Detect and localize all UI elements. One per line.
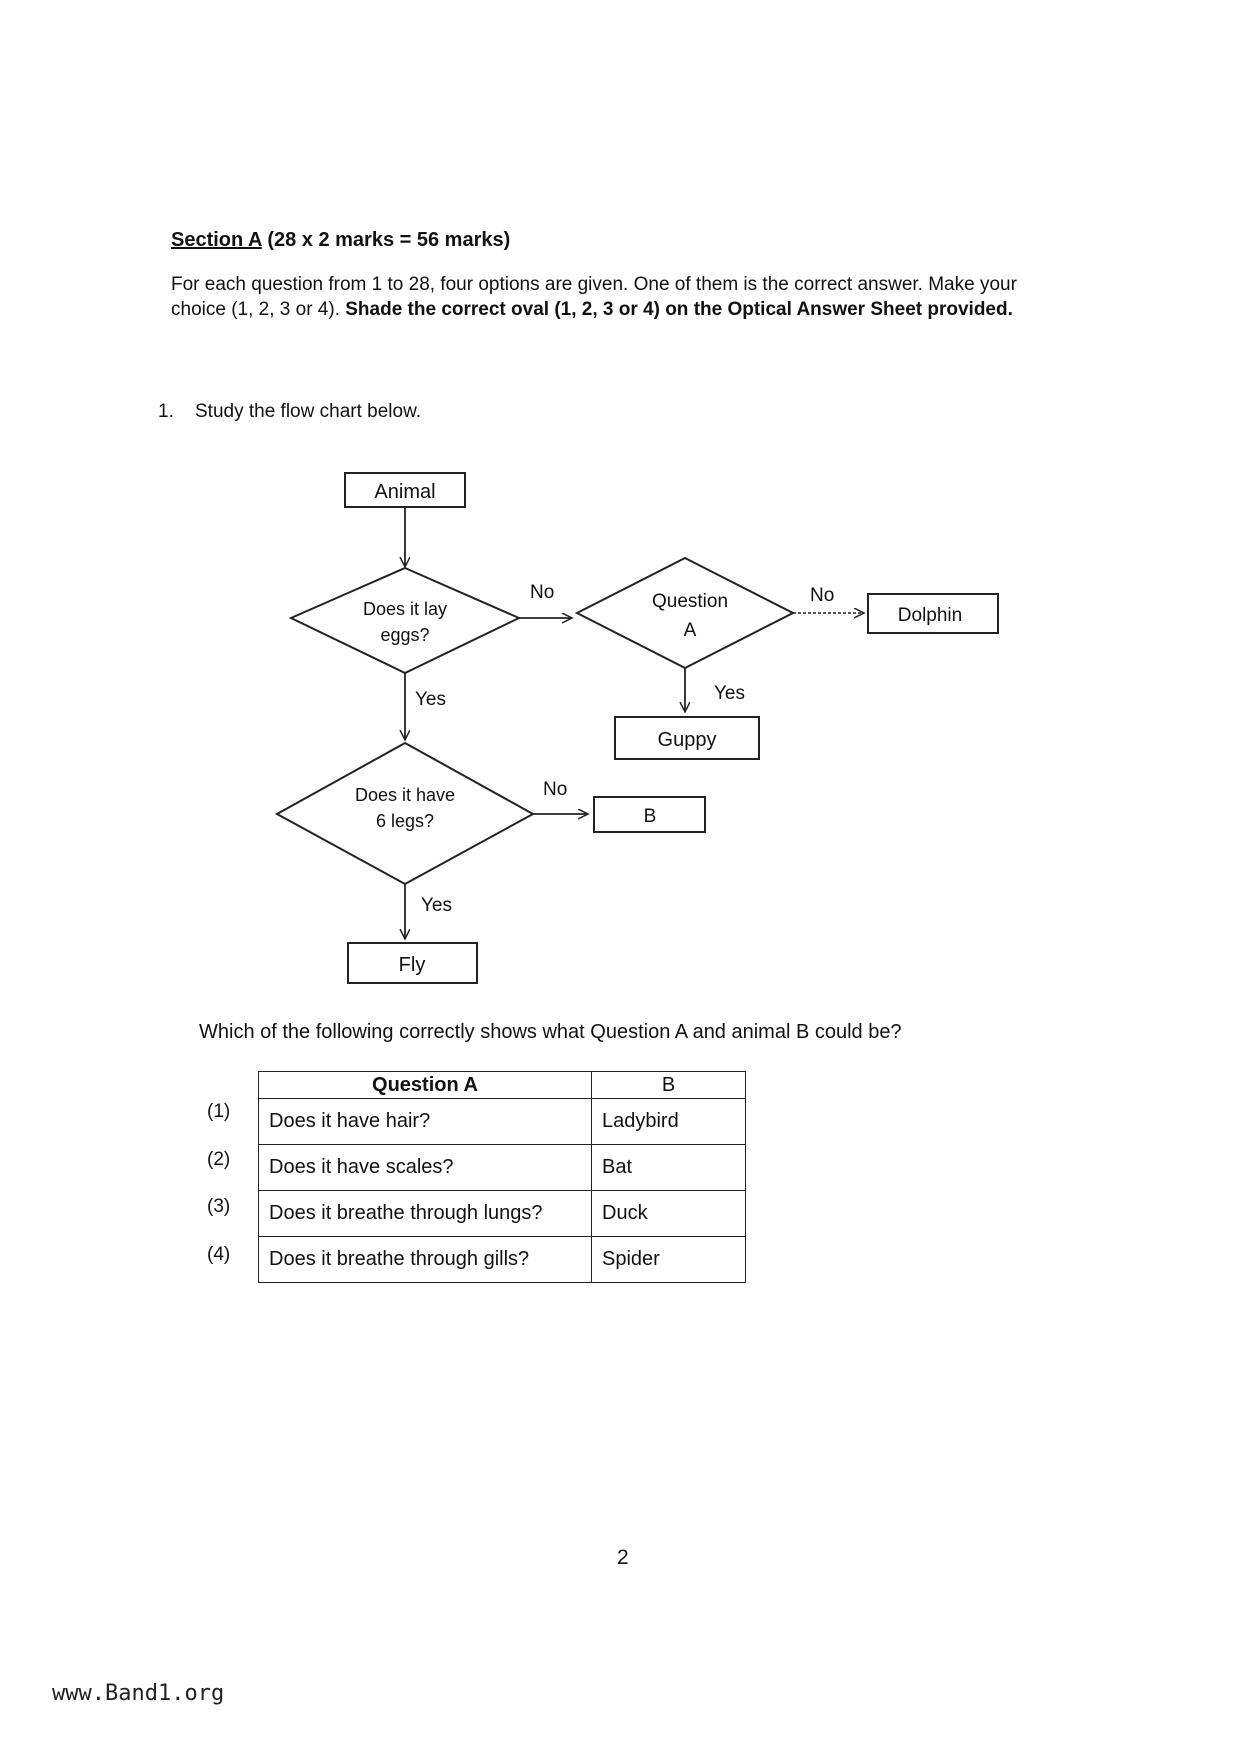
decision-six-legs-line2: 6 legs?: [376, 811, 434, 831]
label-yes-1: Yes: [714, 683, 745, 704]
table-row: Does it have scales? Bat: [258, 1144, 746, 1191]
header-b: B: [591, 1071, 746, 1099]
option-label: (2): [207, 1148, 231, 1170]
fly-box: [347, 942, 478, 984]
decision-lay-eggs-line1: Does it lay: [363, 599, 447, 619]
animal-box-label: Animal: [374, 481, 435, 503]
label-yes-2: Yes: [415, 689, 446, 710]
question-text: Which of the following correctly shows w…: [199, 1021, 902, 1043]
dolphin-box: [867, 593, 999, 634]
header-question-a: Question A: [258, 1071, 592, 1099]
cell-question-a: Does it breathe through gills?: [258, 1236, 592, 1283]
table-row: Does it breathe through lungs? Duck: [258, 1190, 746, 1237]
decision-question-a-line1: Question: [652, 591, 728, 612]
cell-b: Bat: [591, 1144, 746, 1191]
label-no-1: No: [530, 582, 554, 603]
label-no-3: No: [543, 779, 567, 800]
cell-b: Ladybird: [591, 1098, 746, 1145]
dolphin-box-label: Dolphin: [898, 605, 962, 626]
option-label: (1): [207, 1101, 231, 1122]
guppy-box-label: Guppy: [658, 729, 717, 751]
cell-question-a: Does it have hair?: [258, 1098, 592, 1145]
question-prompt: Study the flow chart below.: [195, 401, 422, 422]
cell-question-a: Does it breathe through lungs?: [258, 1190, 592, 1237]
footer-url: www.Band1.org: [52, 1681, 225, 1706]
cell-b: Spider: [591, 1236, 746, 1283]
decision-lay-eggs-line2: eggs?: [380, 625, 429, 645]
options-table: Question A B Does it have hair? Ladybird…: [258, 1071, 746, 1283]
option-label: (3): [207, 1196, 231, 1217]
decision-six-legs-line1: Does it have: [355, 785, 455, 805]
table-row: Does it breathe through gills? Spider: [258, 1236, 746, 1283]
table-row: Does it have hair? Ladybird: [258, 1098, 746, 1145]
instructions: For each question from 1 to 28, four opt…: [171, 272, 1061, 322]
guppy-box: [614, 716, 760, 760]
decision-question-a-line2: A: [684, 620, 697, 641]
question-number: 1.: [158, 401, 174, 422]
table-header-row: Question A B: [258, 1071, 746, 1099]
fly-box-label: Fly: [399, 954, 426, 976]
instructions-bold: Shade the correct oval (1, 2, 3 or 4) on…: [345, 299, 1013, 320]
cell-question-a: Does it have scales?: [258, 1144, 592, 1191]
option-label: (4): [207, 1243, 231, 1265]
decision-lay-eggs: [288, 566, 522, 675]
section-marks: (28 x 2 marks = 56 marks): [267, 229, 511, 251]
decision-question-a: [574, 556, 796, 670]
section-title: Section A: [171, 229, 262, 251]
flow-chart: Animal Does it lay eggs? No Question A N…: [274, 472, 999, 984]
b-box: [593, 796, 706, 833]
instructions-plain: For each question from 1 to 28, four opt…: [171, 274, 1017, 320]
label-no-2: No: [810, 585, 834, 606]
cell-b: Duck: [591, 1190, 746, 1237]
label-yes-3: Yes: [421, 895, 452, 916]
section-heading: Section A (28 x 2 marks = 56 marks): [171, 229, 510, 252]
page-number: 2: [617, 1546, 629, 1569]
option-labels: (1) (2) (3) (4): [207, 1097, 230, 1287]
b-box-label: B: [644, 806, 657, 827]
